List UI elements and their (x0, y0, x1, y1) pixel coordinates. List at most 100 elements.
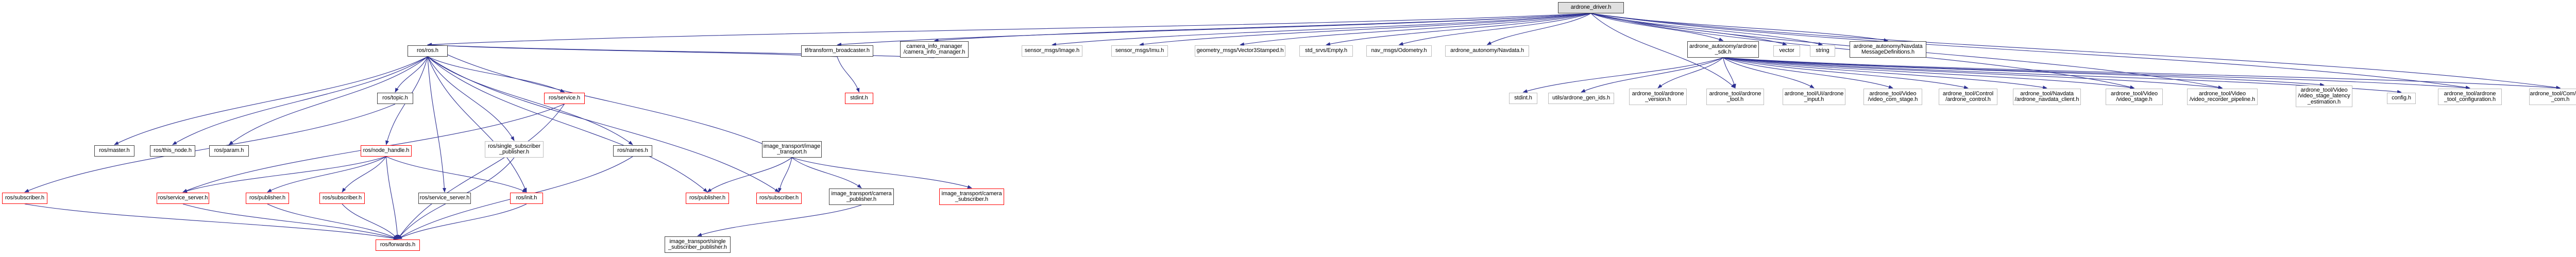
graph-node-ros_subscriber_3[interactable]: ros/subscriber.h (756, 193, 802, 204)
graph-edge (1657, 57, 1723, 89)
graph-edge (427, 56, 708, 193)
graph-node-ros_topic[interactable]: ros/topic.h (377, 93, 413, 104)
graph-node-geometry_msgs_vector3stamped[interactable]: geometry_msgs/Vector3Stamped.h (1195, 45, 1285, 57)
graph-edge (427, 56, 527, 193)
graph-edge (427, 44, 792, 158)
graph-edge (1398, 13, 1591, 46)
graph-edge (1723, 57, 2325, 87)
graph-edge (1139, 13, 1591, 46)
graph-node-ros_ros[interactable]: ros/ros.h (408, 45, 448, 57)
graph-edge (397, 203, 527, 239)
graph-node-ros_init[interactable]: ros/init.h (510, 193, 543, 204)
graph-node-string[interactable]: string (1810, 45, 1835, 57)
graph-edge (791, 157, 862, 189)
graph-edge (1722, 57, 1736, 89)
graph-edge (791, 157, 972, 189)
graph-edge (1723, 57, 1815, 89)
graph-edge (1052, 13, 1591, 46)
graph-edge (1723, 57, 2561, 90)
graph-node-ros_this_node[interactable]: ros/this_node.h (150, 145, 195, 157)
graph-edge (228, 56, 428, 145)
graph-node-image_transport_image_transport[interactable]: image_transport/image _transport.h (762, 141, 822, 158)
graph-node-sensor_msgs_imu[interactable]: sensor_msgs/Imu.h (1111, 45, 1168, 57)
graph-node-ros_forwards[interactable]: ros/forwards.h (376, 239, 420, 251)
graph-node-image_transport_camera_subscriber[interactable]: image_transport/camera _subscriber.h (939, 189, 1004, 205)
graph-node-ardrone_tool_ardrone_control[interactable]: ardrone_tool/Control /ardrone_control.h (1939, 89, 1997, 105)
graph-node-ros_subscriber_2[interactable]: ros/subscriber.h (319, 193, 365, 204)
graph-edge (1486, 13, 1591, 45)
graph-edge (427, 56, 633, 145)
graph-edge (697, 204, 862, 236)
graph-node-ardrone_driver[interactable]: ardrone_driver.h (1558, 2, 1624, 13)
graph-edge (707, 157, 792, 193)
graph-node-ros_service_server_red[interactable]: ros/service_server.h (157, 193, 209, 204)
graph-edge (1590, 13, 1889, 42)
graph-node-image_transport_single_subscriber_publisher[interactable]: image_transport/single _subscriber_publi… (665, 236, 731, 253)
graph-node-config_h[interactable]: config.h (2387, 93, 2416, 104)
graph-edge (1590, 13, 2561, 90)
graph-node-ros_publisher_1[interactable]: ros/publisher.h (246, 193, 289, 204)
graph-edge (1723, 57, 2135, 90)
graph-edge (1240, 13, 1591, 46)
graph-node-ardrone_tool_video_stage_latency[interactable]: ardrone_tool/Video /video_stage_latency … (2296, 85, 2352, 107)
graph-edge (1723, 57, 1969, 89)
graph-edge (182, 156, 386, 193)
graph-edge (1590, 13, 2470, 90)
graph-edge (778, 157, 792, 193)
graph-node-ardrone_tool_ardrone_version[interactable]: ardrone_tool/ardrone _version.h (1629, 89, 1687, 105)
graph-node-utils_ardrone_gen_ids[interactable]: utils/ardrone_gen_ids.h (1548, 93, 1614, 104)
graph-node-ros_service[interactable]: ros/service.h (544, 93, 585, 104)
graph-edge (395, 56, 428, 93)
graph-node-ros_master[interactable]: ros/master.h (94, 145, 134, 157)
graph-node-ardrone_autonomy_navdata[interactable]: ardrone_autonomy/Navdata.h (1445, 45, 1529, 57)
graph-edge (1590, 13, 1724, 41)
graph-node-vector[interactable]: vector (1773, 45, 1800, 57)
graph-edge (24, 203, 398, 241)
graph-node-ardrone_tool_ui_ardrone_input[interactable]: ardrone_tool/UI/ardrone _input.h (1783, 89, 1845, 105)
graph-node-camera_info_manager[interactable]: camera_info_manager /camera_info_manager… (900, 41, 969, 58)
graph-node-stdint_2[interactable]: stdint.h (1509, 93, 1537, 104)
graph-node-std_srvs_empty[interactable]: std_srvs/Empty.h (1299, 45, 1353, 57)
graph-node-ardrone_navdata_msgdefs[interactable]: ardrone_autonomy/Navdata MessageDefiniti… (1850, 41, 1926, 58)
graph-edge (342, 156, 386, 193)
graph-node-ros_subscriber_1[interactable]: ros/subscriber.h (2, 193, 47, 204)
graph-node-ardrone_autonomy_sdk[interactable]: ardrone_autonomy/ardrone _sdk.h (1687, 41, 1759, 58)
graph-node-ardrone_tool_video_com_stage[interactable]: ardrone_tool/Video /video_com_stage.h (1863, 89, 1922, 105)
graph-node-ros_publisher_2[interactable]: ros/publisher.h (686, 193, 729, 204)
graph-edge (1581, 57, 1723, 93)
graph-node-sensor_msgs_image[interactable]: sensor_msgs/Image.h (1022, 45, 1082, 57)
graph-edge (342, 203, 398, 239)
graph-edge (172, 56, 428, 145)
graph-edge (1723, 57, 1893, 89)
graph-node-ros_param[interactable]: ros/param.h (209, 145, 249, 157)
graph-node-ardrone_tool_com_config[interactable]: ardrone_tool/Com/config _com.h (2529, 89, 2576, 105)
graph-edge (837, 56, 860, 93)
graph-edge (267, 156, 386, 193)
graph-node-ros_node_handle[interactable]: ros/node_handle.h (361, 145, 412, 157)
graph-edge (427, 13, 1591, 47)
graph-node-ardrone_tool_video_recorder_pipeline[interactable]: ardrone_tool/Video /video_recorder_pipel… (2187, 89, 2258, 105)
graph-node-tf_transform_broadcaster[interactable]: tf/transform_broadcaster.h (801, 45, 873, 57)
graph-edge (182, 203, 398, 240)
graph-edge (427, 56, 565, 93)
graph-node-ros_single_subscriber_publisher[interactable]: ros/single_subscriber _publisher.h (485, 141, 544, 158)
graph-node-ros_names[interactable]: ros/names.h (613, 145, 652, 157)
graph-node-ardrone_tool_video_stage[interactable]: ardrone_tool/Video /video_stage.h (2106, 89, 2163, 105)
graph-edge (1326, 13, 1591, 46)
graph-node-ardrone_tool_ardrone_tool[interactable]: ardrone_tool/ardrone _tool.h (1706, 89, 1764, 105)
graph-edge (1723, 57, 2047, 90)
graph-edge (397, 104, 565, 239)
graph-node-ardrone_tool_navdata_client[interactable]: ardrone_tool/Navdata /ardrone_navdata_cl… (2013, 89, 2081, 105)
graph-node-ardrone_tool_configuration[interactable]: ardrone_tool/ardrone _tool_configuration… (2438, 89, 2502, 105)
graph-edge (267, 203, 398, 239)
graph-edge (1590, 13, 1736, 89)
graph-node-nav_msgs_odometry[interactable]: nav_msgs/Odometry.h (1366, 45, 1432, 57)
graph-node-image_transport_camera_publisher[interactable]: image_transport/camera _publisher.h (829, 189, 894, 205)
graph-edge (427, 56, 515, 141)
graph-edge (934, 13, 1591, 42)
graph-edge (427, 56, 779, 193)
graph-node-ros_service_server_black[interactable]: ros/service_server.h (418, 193, 471, 204)
graph-node-stdint[interactable]: stdint.h (845, 93, 873, 104)
